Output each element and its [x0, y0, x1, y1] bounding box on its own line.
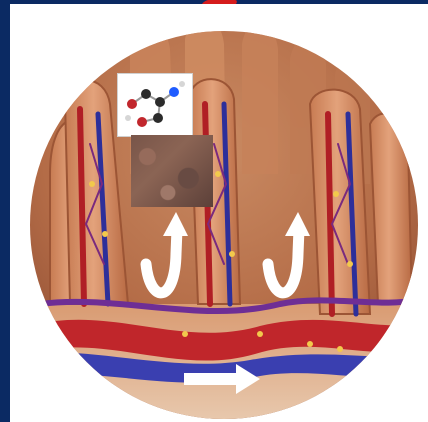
- molecule-icon: [117, 73, 193, 137]
- villi-illustration: [10, 4, 428, 422]
- pixelated-inset: [131, 135, 213, 207]
- image-panel: [10, 4, 428, 422]
